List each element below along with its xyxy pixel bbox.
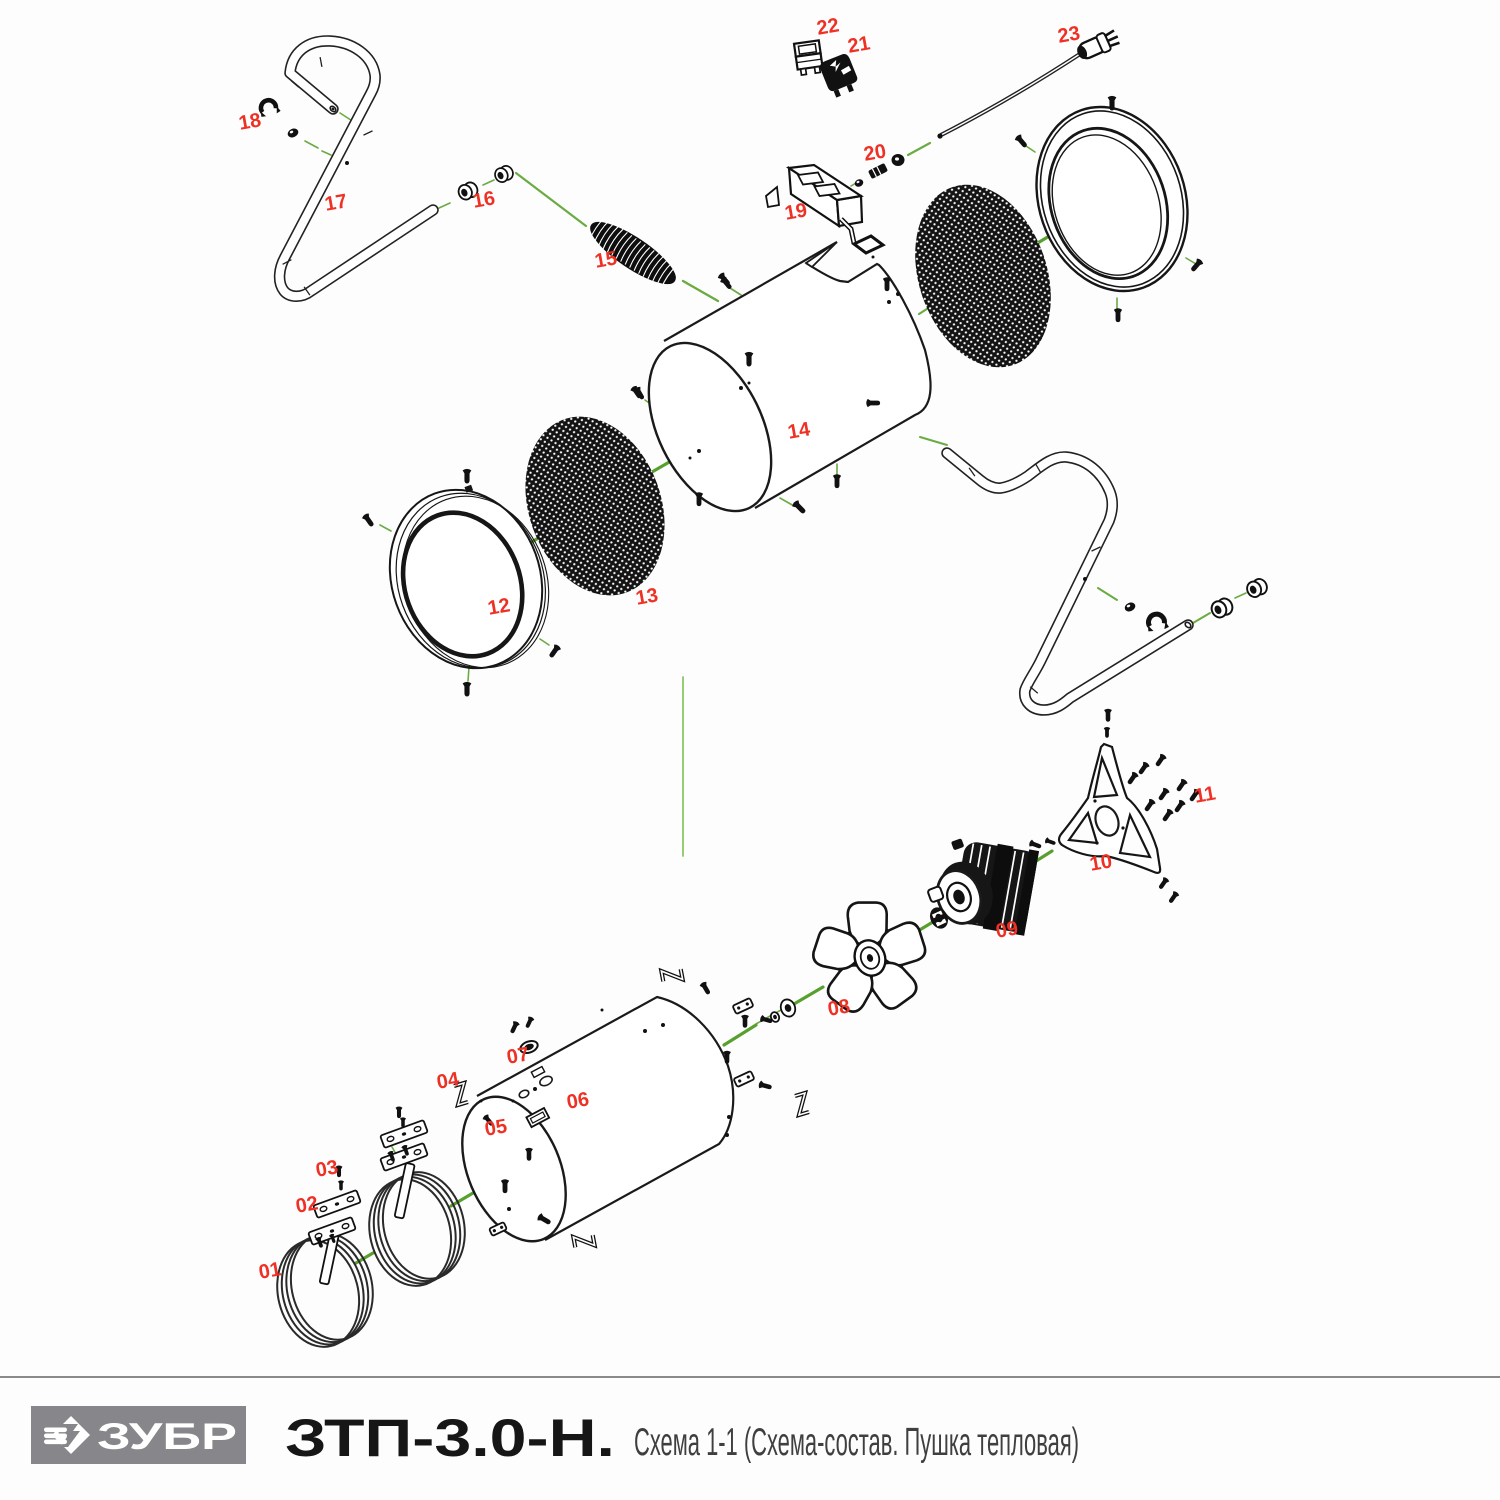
svg-text:18: 18 [237,109,263,135]
svg-text:11: 11 [1193,782,1218,807]
svg-text:01: 01 [257,1258,283,1284]
svg-text:04: 04 [435,1068,462,1094]
svg-text:03: 03 [314,1156,340,1182]
svg-text:20: 20 [862,140,888,166]
svg-text:14: 14 [786,418,813,444]
svg-text:15: 15 [593,247,619,273]
svg-text:07: 07 [505,1043,531,1069]
svg-text:Схема 1-1 (Схема-состав. Пушка: Схема 1-1 (Схема-состав. Пушка тепловая) [634,1421,1079,1464]
svg-text:02: 02 [294,1192,320,1218]
svg-text:10: 10 [1088,850,1114,876]
svg-text:19: 19 [783,199,809,225]
svg-text:08: 08 [826,995,852,1021]
svg-text:23: 23 [1056,22,1082,48]
svg-text:12: 12 [486,594,512,620]
svg-text:21: 21 [846,32,872,58]
svg-text:16: 16 [471,187,497,213]
svg-text:06: 06 [565,1088,591,1114]
svg-text:ЗТП-3.0-Н.: ЗТП-3.0-Н. [285,1409,615,1468]
svg-text:05: 05 [483,1115,509,1141]
svg-text:13: 13 [634,584,660,610]
svg-text:22: 22 [815,14,841,40]
svg-text:17: 17 [323,190,349,216]
svg-text:ЗУБР: ЗУБР [97,1416,237,1457]
svg-text:09: 09 [994,917,1020,943]
